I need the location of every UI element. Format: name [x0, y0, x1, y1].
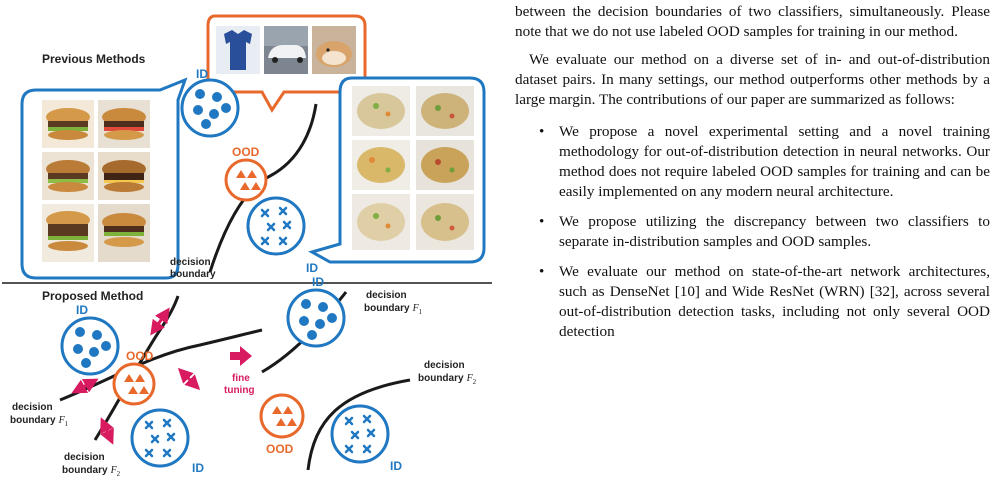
bullet-glyph: • [539, 123, 545, 140]
f1-left-decision-label: decision [12, 402, 53, 413]
contribution-item: • We propose a novel experimental setting… [515, 122, 990, 202]
proposed-right-id-label: ID [312, 275, 324, 289]
ood-photo-car [264, 26, 308, 74]
proposed-left-ood-label: OOD [126, 349, 154, 363]
f1-right-decision-label: decision [366, 290, 407, 301]
intro-continuation: between the decision boundaries of two c… [515, 3, 990, 40]
previous-id-cluster-dots [180, 78, 240, 138]
id-burger-bubble [20, 77, 188, 280]
f2-right-decision-label: decision [424, 360, 465, 371]
text-column: between the decision boundaries of two c… [515, 0, 990, 492]
previous-ood-cluster [224, 158, 268, 202]
push-arrows [71, 307, 201, 445]
proposed-left-id-bottom-label: ID [192, 461, 204, 475]
contribution-text: We evaluate our method on state-of-the-a… [559, 263, 990, 340]
contribution-item: • We evaluate our method on state-of-the-… [515, 262, 990, 342]
proposed-left-ood [112, 362, 156, 406]
ood-photo-shirt [216, 26, 260, 74]
previous-decision-boundary [208, 103, 318, 273]
ood-photo-hamster [312, 26, 356, 74]
contribution-text: We propose a novel experimental setting … [559, 123, 990, 200]
fine-tuning-arrow [230, 346, 252, 366]
contribution-text: We propose utilizing the discrepancy bet… [559, 213, 990, 250]
previous-boundary-label: boundary [170, 269, 216, 280]
proposed-right-ood [259, 393, 305, 439]
fine-label: fine [232, 373, 250, 384]
proposed-right-id-bottom-label: ID [390, 459, 402, 473]
id-fried-rice-bubble [308, 76, 486, 264]
previous-id-label-bottom: ID [306, 261, 318, 275]
proposed-left-id-label: ID [76, 303, 88, 317]
proposed-right-id-crosses [330, 404, 390, 464]
contribution-list: • We propose a novel experimental setting… [515, 122, 990, 342]
previous-id-label-top: ID [196, 67, 208, 81]
tuning-label: tuning [224, 385, 255, 396]
bullet-glyph: • [539, 213, 545, 230]
previous-id-cluster-crosses [246, 196, 306, 256]
proposed-right-id-dots [286, 288, 346, 348]
proposed-right-ood-label: OOD [266, 442, 294, 456]
proposed-boundary-f2-right [306, 378, 411, 471]
evaluation-paragraph: We evaluate our method on a diverse set … [515, 51, 990, 108]
method-figure: Previous Methods [2, 14, 492, 478]
burger-photos [42, 100, 150, 262]
proposed-left-id-dots [60, 316, 120, 376]
proposed-method-title: Proposed Method [42, 289, 143, 303]
proposed-left-id-crosses [130, 408, 190, 468]
contribution-item: • We propose utilizing the discrepancy be… [515, 212, 990, 252]
bullet-glyph: • [539, 263, 545, 280]
ood-example-bubble [206, 14, 367, 113]
fried-rice-photos [352, 86, 474, 250]
previous-ood-label: OOD [232, 145, 260, 159]
previous-methods-title: Previous Methods [42, 52, 146, 66]
previous-decision-label: decision [170, 257, 211, 268]
proposed-boundary-f2-left [93, 295, 180, 441]
f2-left-decision-label: decision [64, 452, 105, 463]
